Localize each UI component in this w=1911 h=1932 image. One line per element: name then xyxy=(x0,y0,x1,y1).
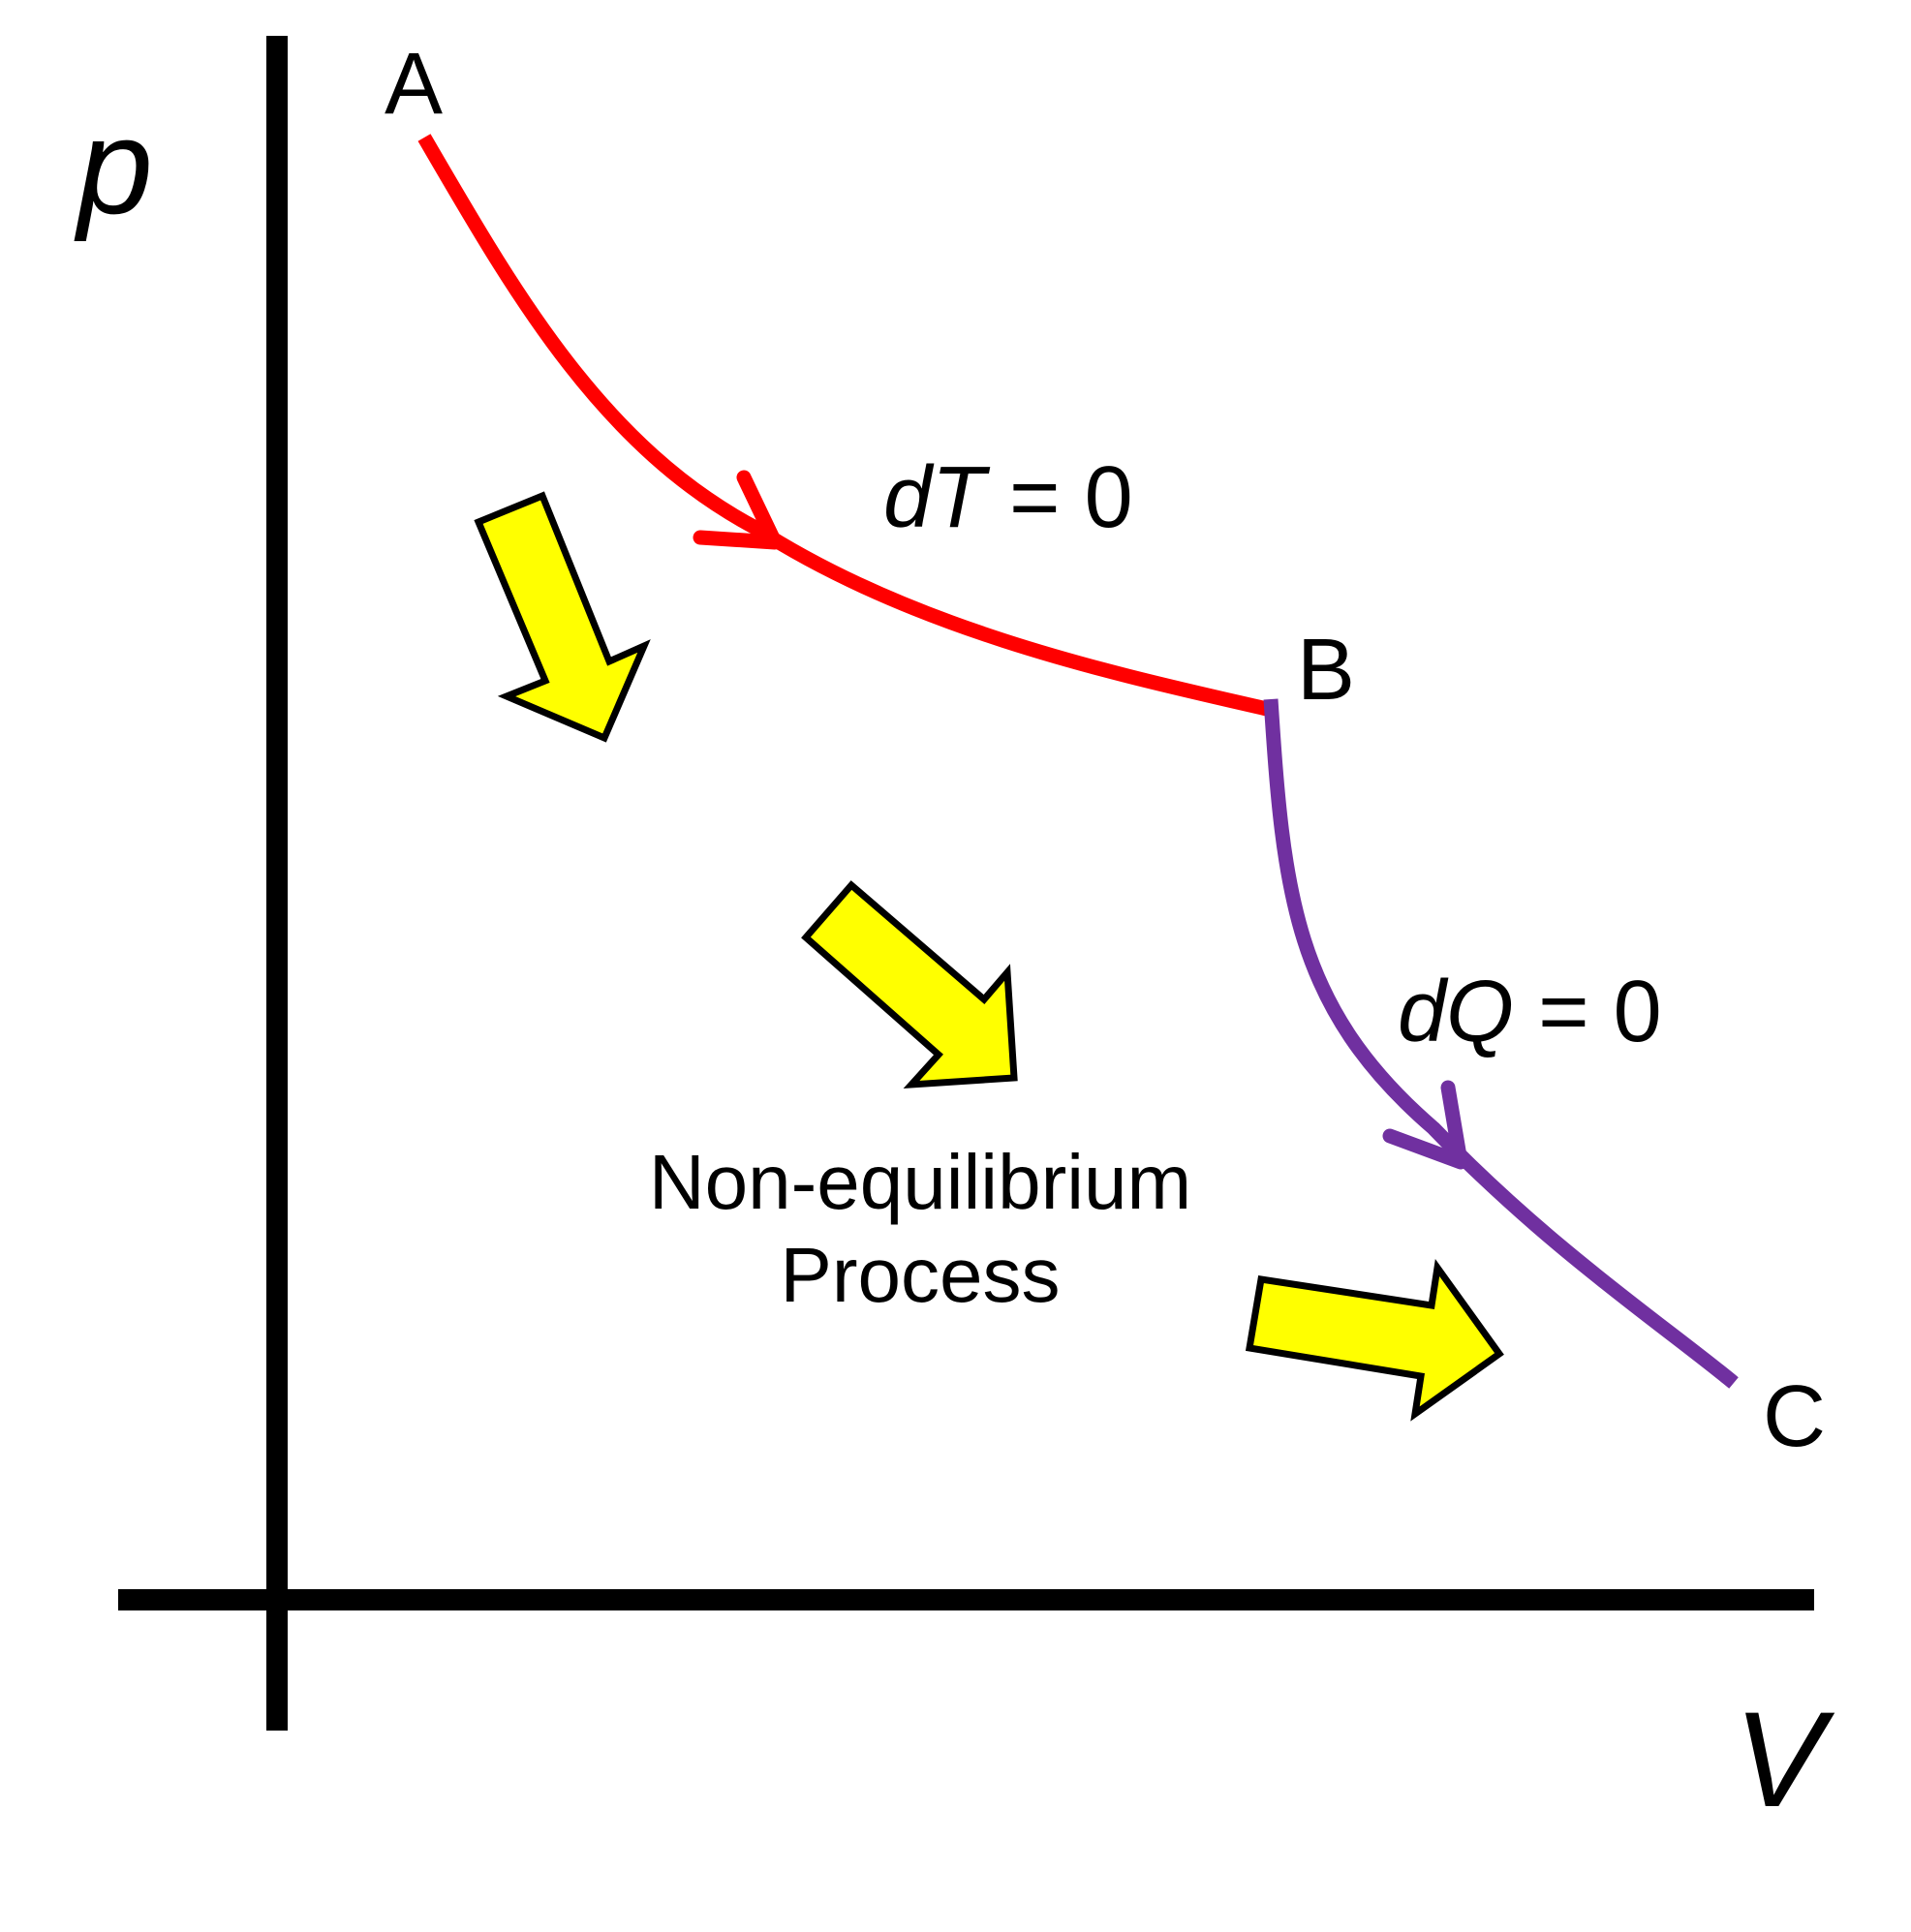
process-arrow-2 xyxy=(801,880,1018,1089)
process-arrow-1 xyxy=(474,491,651,743)
adiabatic-curve xyxy=(1263,698,1739,1389)
point-a-label: A xyxy=(385,36,443,133)
point-c-label: C xyxy=(1763,1368,1826,1465)
process-label-line2: Process xyxy=(781,1232,1061,1318)
process-arrow-3 xyxy=(1245,1259,1504,1422)
v-axis-label: V xyxy=(1734,1683,1835,1835)
adiabatic-direction-arrow xyxy=(1382,1080,1468,1170)
point-b-label: B xyxy=(1297,622,1355,719)
isothermal-curve xyxy=(417,134,1273,718)
process-label-line1: Non-equilibrium xyxy=(649,1139,1191,1225)
isothermal-direction-arrow xyxy=(693,470,783,550)
adiabatic-condition-label: dQ = 0 xyxy=(1398,964,1662,1060)
isothermal-condition-label: dT = 0 xyxy=(883,449,1133,546)
p-axis-label: p xyxy=(74,90,153,242)
